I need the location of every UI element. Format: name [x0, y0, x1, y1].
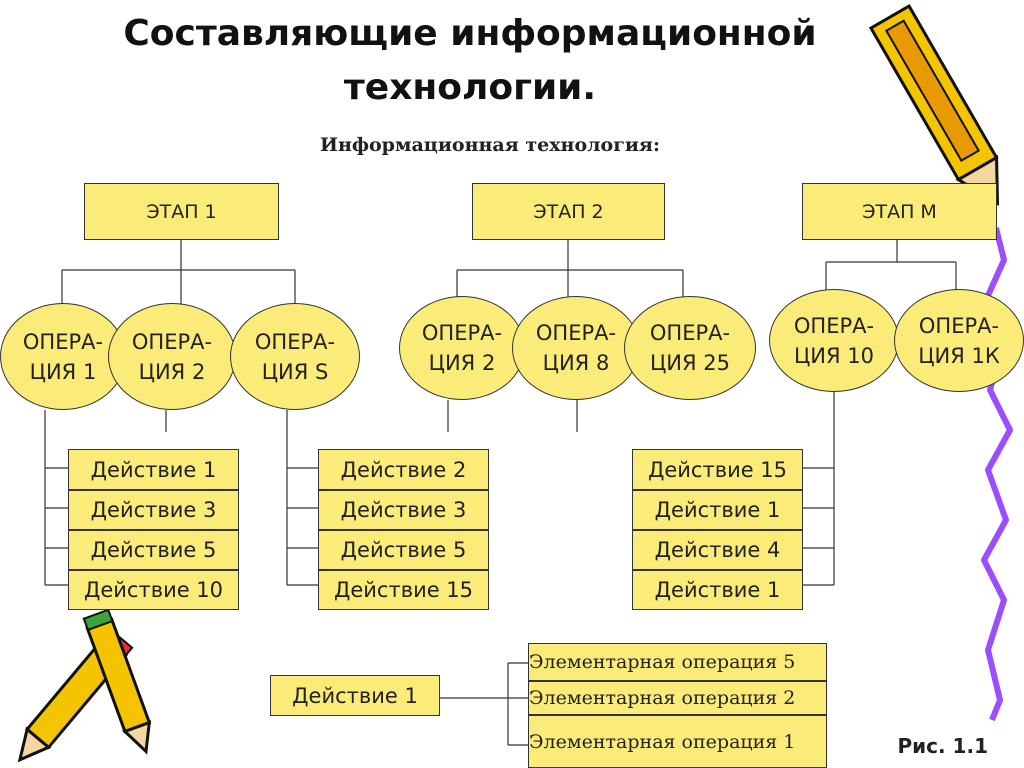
- diagram-subtitle: Информационная технология:: [320, 134, 660, 156]
- action-box: Действие 1: [68, 449, 239, 490]
- operation-ellipse: ОПЕРА- ЦИЯ 1К: [894, 289, 1024, 392]
- action-box: Действие 10: [68, 570, 239, 610]
- action-box: Действие 3: [68, 490, 239, 530]
- operation-ellipse: ОПЕРА- ЦИЯ 8: [512, 296, 640, 400]
- stage-box-2: ЭТАП 2: [472, 183, 665, 240]
- action-box: Действие 5: [318, 530, 489, 570]
- page-title-line-2: технологии.: [343, 67, 597, 108]
- operation-ellipse: ОПЕРА- ЦИЯ 10: [769, 289, 899, 392]
- stage-box-1: ЭТАП 1: [84, 183, 279, 240]
- action-box: Действие 3: [318, 490, 489, 530]
- action-box: Действие 1: [632, 490, 803, 530]
- stage-box-m: ЭТАП М: [802, 183, 997, 240]
- operation-ellipse: ОПЕРА- ЦИЯ 2: [108, 303, 236, 410]
- operation-ellipse: ОПЕРА- ЦИЯ 25: [624, 296, 756, 400]
- action-box: Действие 4: [632, 530, 803, 570]
- operation-ellipse: ОПЕРА- ЦИЯ S: [230, 303, 360, 410]
- figure-caption: Рис. 1.1: [897, 734, 988, 758]
- page-title-line-1: Составляющие информационной: [123, 13, 817, 54]
- pencil-icon: [82, 608, 152, 755]
- operation-ellipse: ОПЕРА- ЦИЯ 1: [0, 303, 126, 410]
- pencil-icon: [868, 4, 1000, 206]
- elementary-operation-box: Элементарная операция 5: [528, 643, 827, 681]
- action-box: Действие 15: [318, 570, 489, 610]
- elementary-operation-box: Элементарная операция 1: [528, 715, 827, 768]
- detail-action-box: Действие 1: [270, 675, 440, 716]
- action-box: Действие 1: [632, 570, 803, 610]
- operation-ellipse: ОПЕРА- ЦИЯ 2: [399, 296, 525, 400]
- action-box: Действие 2: [318, 449, 489, 490]
- elementary-operation-box: Элементарная операция 2: [528, 681, 827, 715]
- action-box: Действие 15: [632, 449, 803, 490]
- action-box: Действие 5: [68, 530, 239, 570]
- connector-lines: [44, 240, 957, 746]
